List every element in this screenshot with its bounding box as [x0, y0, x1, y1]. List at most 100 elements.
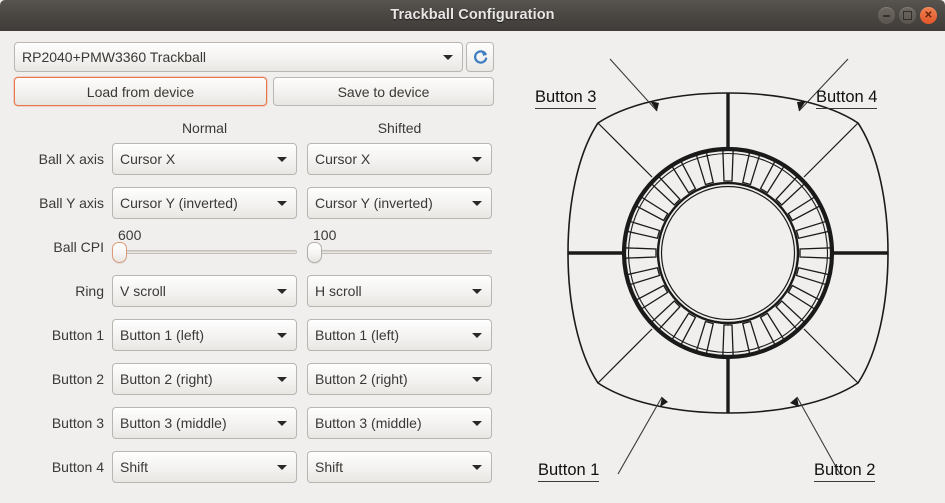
- select-button-3-normal[interactable]: Button 3 (middle): [112, 407, 297, 439]
- slider-ball-cpi-shifted[interactable]: 100: [307, 227, 492, 263]
- chevron-down-icon: [443, 55, 453, 60]
- chevron-down-icon: [472, 289, 482, 294]
- select-ball-x-axis-shifted[interactable]: Cursor X: [307, 143, 492, 175]
- select-ring-shifted[interactable]: H scroll: [307, 275, 492, 307]
- row-label-ball-cpi: Ball CPI: [53, 239, 104, 255]
- cell-button-3-shifted: Button 3 (middle): [307, 407, 492, 439]
- cell-ball-y-axis-shifted: Cursor Y (inverted): [307, 187, 492, 219]
- load-from-device-label: Load from device: [86, 83, 195, 100]
- chevron-down-icon: [472, 465, 482, 470]
- minimize-button[interactable]: [878, 7, 895, 24]
- cell-button-3-normal: Button 3 (middle): [112, 407, 297, 439]
- diagram-label-button-2: Button 2: [814, 461, 876, 482]
- select-value: Button 2 (right): [120, 371, 213, 387]
- row-button-4: Button 4 Shift Shift: [0, 451, 510, 495]
- diagram-label-button-3-text: Button 3: [535, 88, 597, 109]
- select-ring-normal[interactable]: V scroll: [112, 275, 297, 307]
- diagram-label-button-4-text: Button 4: [816, 88, 878, 109]
- row-label-button-3: Button 3: [51, 415, 104, 431]
- row-ring: Ring V scroll H scroll: [0, 275, 510, 319]
- chevron-down-icon: [277, 465, 287, 470]
- diagram-label-button-4: Button 4: [816, 88, 878, 109]
- select-button-4-shifted[interactable]: Shift: [307, 451, 492, 483]
- chevron-down-icon: [472, 333, 482, 338]
- slider-track[interactable]: [310, 250, 492, 254]
- slider-ball-cpi-normal[interactable]: 600: [112, 227, 297, 263]
- column-headers: Normal Shifted: [0, 117, 510, 143]
- close-icon: ✕: [924, 9, 933, 21]
- leader-arrowheads: [650, 101, 806, 407]
- column-header-shifted: Shifted: [377, 120, 422, 136]
- slider-ball-cpi-shifted-value: 100: [313, 227, 337, 243]
- select-value: Button 3 (middle): [315, 415, 422, 431]
- diagram-label-button-2-text: Button 2: [814, 461, 876, 482]
- slider-track[interactable]: [115, 250, 297, 254]
- cell-ball-x-axis-shifted: Cursor X: [307, 143, 492, 175]
- save-to-device-label: Save to device: [337, 83, 430, 100]
- select-ball-y-axis-shifted[interactable]: Cursor Y (inverted): [307, 187, 492, 219]
- row-label-button-2: Button 2: [51, 371, 104, 387]
- window-controls: ✕: [878, 7, 937, 24]
- select-value: Cursor X: [315, 151, 371, 167]
- chevron-down-icon: [472, 157, 482, 162]
- select-value: Button 1 (left): [120, 327, 205, 343]
- row-label-button-1: Button 1: [51, 327, 104, 343]
- chevron-down-icon: [472, 421, 482, 426]
- diagram-label-button-3: Button 3: [535, 88, 597, 109]
- slider-handle[interactable]: [307, 242, 322, 263]
- row-ball-x-axis: Ball X axis Cursor X Cursor X: [0, 143, 510, 187]
- minimize-icon: [878, 7, 895, 24]
- chevron-down-icon: [277, 377, 287, 382]
- select-button-2-normal[interactable]: Button 2 (right): [112, 363, 297, 395]
- row-label-ball-x-axis: Ball X axis: [38, 151, 104, 167]
- select-button-2-shifted[interactable]: Button 2 (right): [307, 363, 492, 395]
- row-label-ball-y-axis: Ball Y axis: [39, 195, 104, 211]
- select-button-1-shifted[interactable]: Button 1 (left): [307, 319, 492, 351]
- save-to-device-button[interactable]: Save to device: [273, 77, 494, 106]
- select-value: Cursor X: [120, 151, 176, 167]
- cell-button-2-shifted: Button 2 (right): [307, 363, 492, 395]
- action-row: Load from device Save to device: [14, 77, 494, 106]
- select-ball-x-axis-normal[interactable]: Cursor X: [112, 143, 297, 175]
- ring-outer-circle: [621, 146, 835, 360]
- settings-panel: RP2040+PMW3360 Trackball Load from devic…: [0, 31, 510, 503]
- diagram-label-button-1: Button 1: [538, 461, 600, 482]
- device-select[interactable]: RP2040+PMW3360 Trackball: [14, 42, 463, 72]
- cell-ball-y-axis-normal: Cursor Y (inverted): [112, 187, 297, 219]
- ring-outer-inner-edge: [627, 152, 829, 354]
- select-value: H scroll: [315, 283, 362, 299]
- chevron-down-icon: [277, 333, 287, 338]
- button-separators: [568, 93, 888, 413]
- ball-inner-circle: [660, 185, 796, 321]
- select-button-4-normal[interactable]: Shift: [112, 451, 297, 483]
- load-from-device-button[interactable]: Load from device: [14, 77, 267, 106]
- device-row: RP2040+PMW3360 Trackball: [14, 42, 494, 72]
- cell-button-1-normal: Button 1 (left): [112, 319, 297, 351]
- select-button-3-shifted[interactable]: Button 3 (middle): [307, 407, 492, 439]
- select-button-1-normal[interactable]: Button 1 (left): [112, 319, 297, 351]
- refresh-devices-button[interactable]: [466, 42, 494, 72]
- select-value: Cursor Y (inverted): [120, 195, 238, 211]
- select-value: Button 1 (left): [315, 327, 400, 343]
- cell-ring-normal: V scroll: [112, 275, 297, 307]
- chevron-down-icon: [472, 201, 482, 206]
- slider-handle[interactable]: [112, 242, 127, 263]
- select-ball-y-axis-normal[interactable]: Cursor Y (inverted): [112, 187, 297, 219]
- select-value: Button 3 (middle): [120, 415, 227, 431]
- select-value: Button 2 (right): [315, 371, 408, 387]
- maximize-icon: [899, 7, 916, 24]
- leader-lines: [609, 58, 849, 475]
- select-value: Cursor Y (inverted): [315, 195, 433, 211]
- chevron-down-icon: [277, 201, 287, 206]
- maximize-button[interactable]: [899, 7, 916, 24]
- column-header-normal: Normal: [181, 120, 228, 136]
- slider-ball-cpi-normal-value: 600: [118, 227, 142, 243]
- cell-button-4-shifted: Shift: [307, 451, 492, 483]
- row-button-2: Button 2 Button 2 (right) Button 2 (righ…: [0, 363, 510, 407]
- device-select-value: RP2040+PMW3360 Trackball: [22, 49, 207, 65]
- window-title: Trackball Configuration: [390, 7, 555, 23]
- row-ball-y-axis: Ball Y axis Cursor Y (inverted) Cursor Y…: [0, 187, 510, 231]
- trackball-drawing: [567, 58, 889, 475]
- close-button[interactable]: ✕: [920, 7, 937, 24]
